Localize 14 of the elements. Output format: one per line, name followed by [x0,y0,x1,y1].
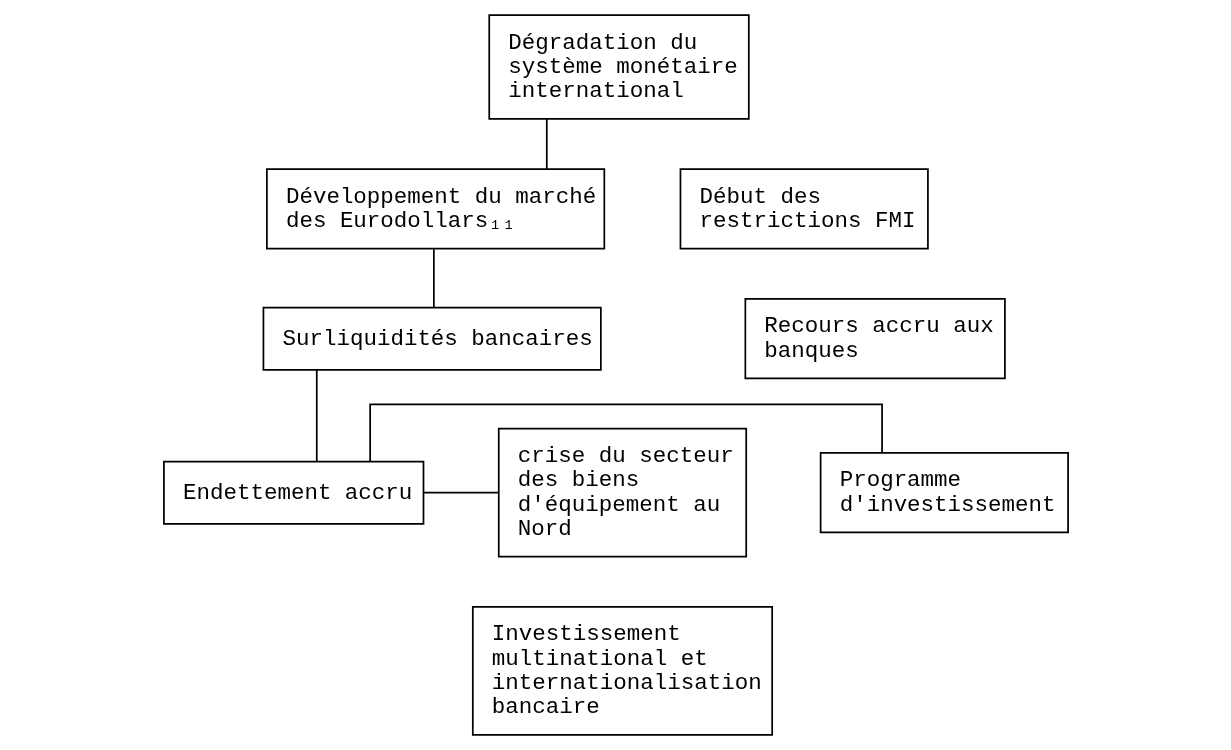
node-box: Début des restrictions FMI [679,168,929,250]
node-box: Développement du marché des Eurodollars₁₁ [265,168,605,250]
connector [422,491,499,494]
node-box: Surliquidités bancaires [262,306,602,371]
connector [545,118,548,170]
connector [368,403,883,463]
node-box: Dégradation du système monétaire international [487,14,750,120]
connector [315,368,318,462]
node-box: Programme d'investissement [819,452,1069,534]
node-box: Endettement accru [162,460,424,525]
connector [432,248,435,309]
node-box: Recours accru aux banques [744,298,1006,380]
node-box: crise du secteur des biens d'équipement au Nord [497,427,747,558]
node-box: Investissement multinational et internationalisation bancaire [471,606,773,736]
